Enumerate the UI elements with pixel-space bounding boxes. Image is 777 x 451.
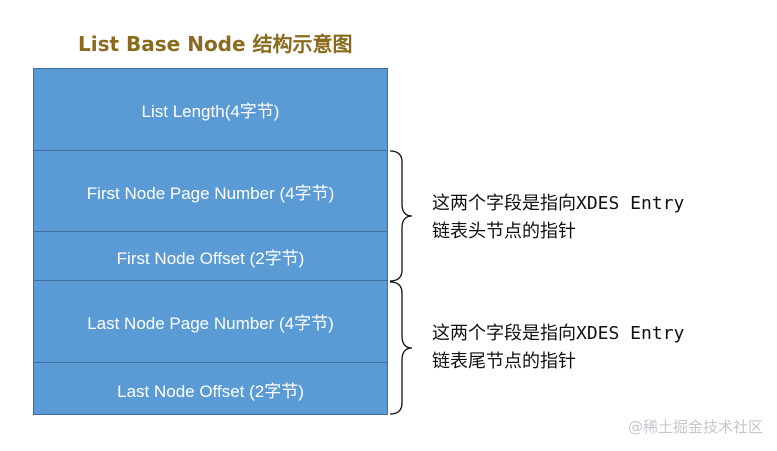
diagram-title: List Base Node 结构示意图 xyxy=(78,32,353,56)
field-first-node-page-number: First Node Page Number (4字节) xyxy=(34,151,387,232)
field-list-length: List Length(4字节) xyxy=(34,69,387,151)
annotation-line: 链表头节点的指针 xyxy=(432,221,576,242)
watermark: @稀土掘金技术社区 xyxy=(627,418,763,436)
annotation-line: 这两个字段是指向XDES Entry xyxy=(432,193,685,214)
annotation-line: 这两个字段是指向XDES Entry xyxy=(432,323,685,344)
head-pointer-brace xyxy=(389,150,413,282)
field-first-node-offset: First Node Offset (2字节) xyxy=(34,232,387,281)
field-last-node-offset: Last Node Offset (2字节) xyxy=(117,381,304,401)
list-base-node-structure: List Length(4字节) First Node Page Number … xyxy=(33,68,388,415)
field-last-node-page-number: Last Node Page Number (4字节) xyxy=(34,281,387,363)
head-pointer-annotation: 这两个字段是指向XDES Entry 链表头节点的指针 xyxy=(432,190,684,246)
tail-pointer-annotation: 这两个字段是指向XDES Entry 链表尾节点的指针 xyxy=(432,320,684,376)
tail-pointer-brace xyxy=(389,281,413,415)
annotation-line: 链表尾节点的指针 xyxy=(432,351,576,372)
